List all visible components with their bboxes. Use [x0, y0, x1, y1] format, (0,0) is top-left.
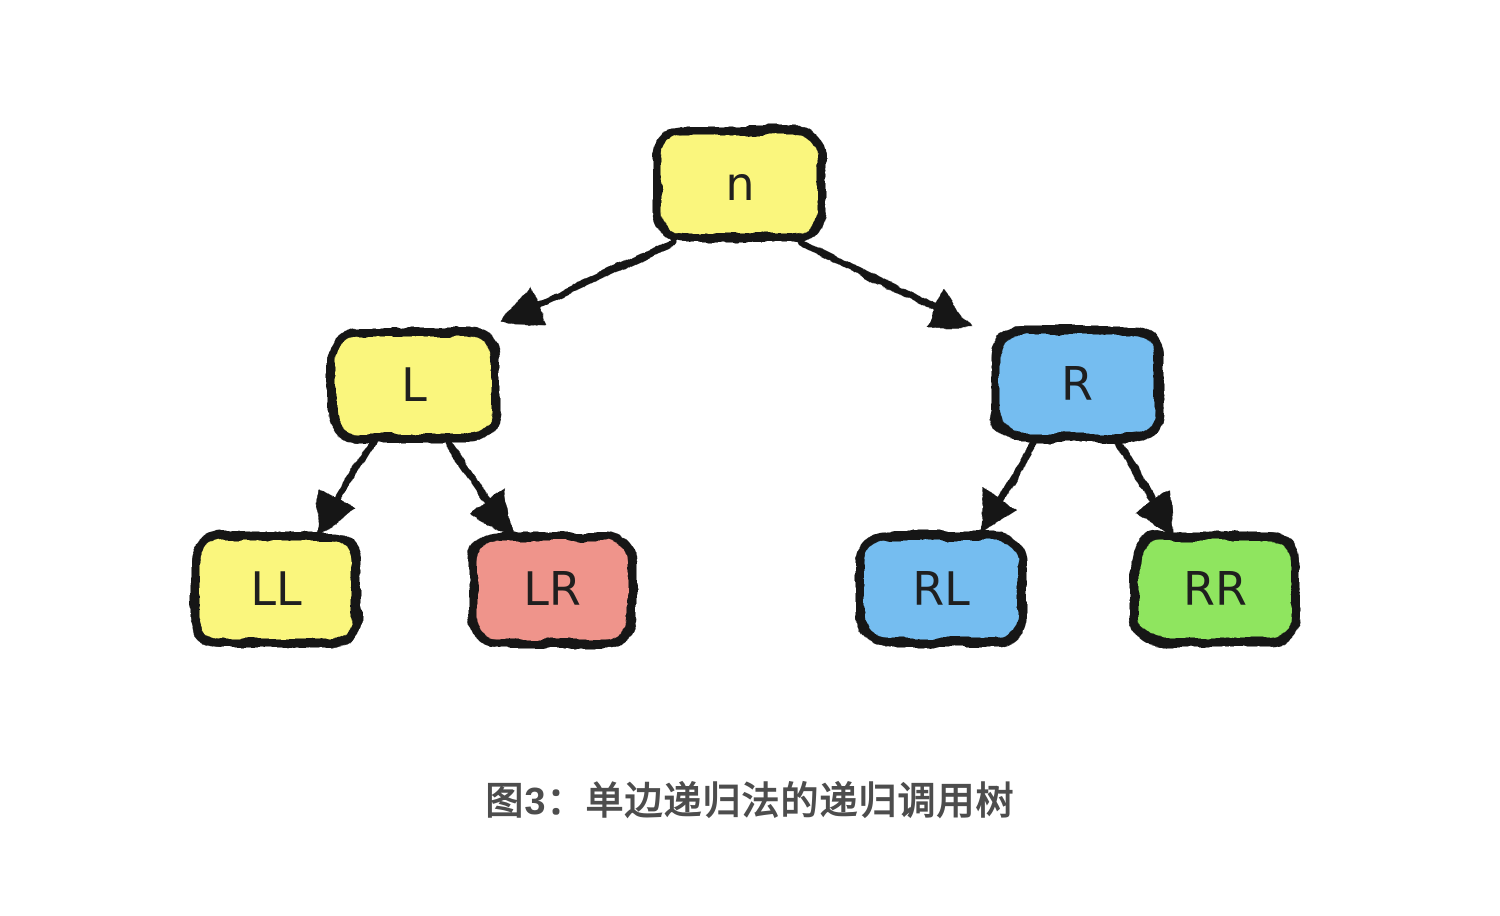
- edge-L-LL: [315, 438, 376, 535]
- edge-R-RL: [979, 438, 1039, 536]
- node-LR-box: [467, 531, 637, 648]
- edge-R-RR: [1114, 438, 1175, 538]
- edge-n-R: [799, 239, 973, 327]
- node-RL-label: RL: [912, 562, 970, 616]
- node-LR-label: LR: [523, 562, 581, 616]
- node-RR-label: RR: [1183, 562, 1247, 616]
- node-R-box: [990, 326, 1164, 443]
- node-LL-box: [190, 531, 362, 648]
- node-L-box: [327, 327, 501, 443]
- node-L-label: L: [401, 358, 427, 412]
- node-LL-label: LL: [250, 562, 302, 616]
- node-n-box: [652, 125, 826, 243]
- node-RL-box: [855, 531, 1027, 648]
- figure-caption: 图3：单边递归法的递归调用树: [485, 781, 1015, 823]
- node-R-label: R: [1061, 357, 1093, 411]
- recursion-tree-diagram: n L R LL LR RL RR: [190, 125, 1301, 648]
- edge-n-L: [500, 239, 676, 324]
- edge-L-LR: [443, 438, 512, 537]
- node-n-label: n: [725, 157, 754, 211]
- node-RR-box: [1130, 531, 1301, 648]
